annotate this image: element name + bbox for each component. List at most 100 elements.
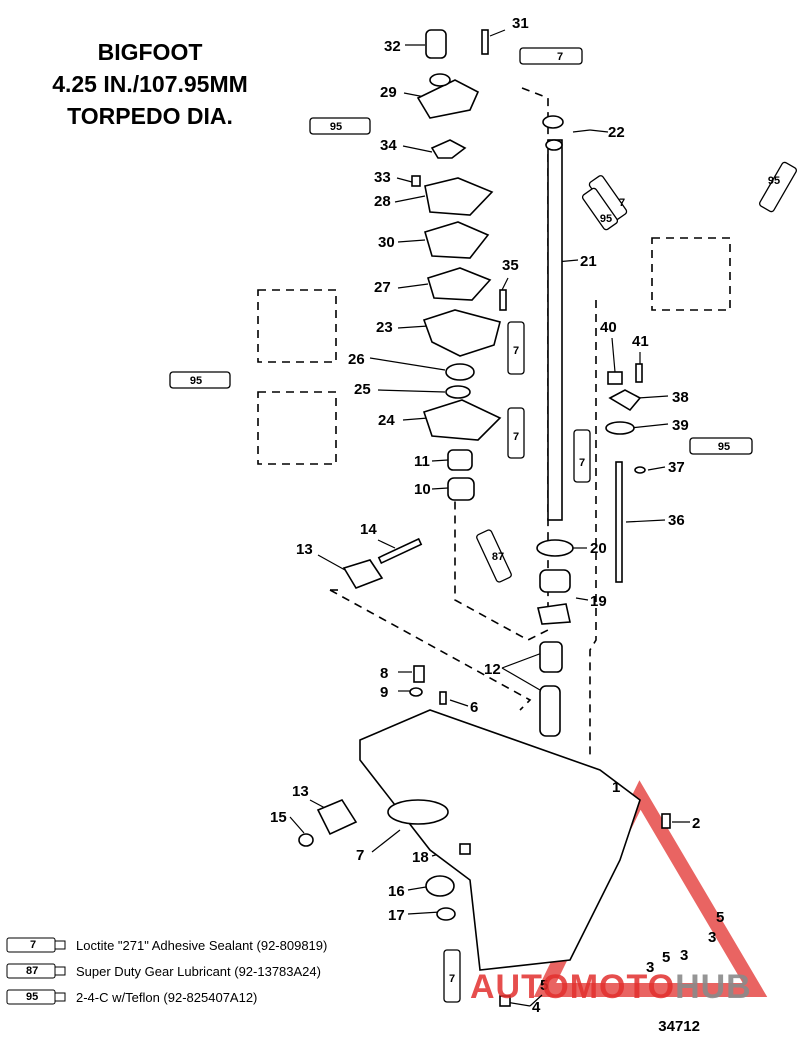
part-2-plug bbox=[661, 813, 671, 829]
tube-label-95-right: 95 bbox=[718, 441, 730, 453]
callout-23: 23 bbox=[376, 319, 393, 336]
part-16-gear bbox=[425, 875, 455, 897]
part-4-screw bbox=[499, 995, 511, 1007]
part-19-bearing bbox=[537, 603, 571, 625]
callout-20: 20 bbox=[590, 540, 607, 557]
callout-31: 31 bbox=[512, 15, 529, 32]
callout-24: 24 bbox=[378, 412, 395, 429]
tube-label-7-center-low: 7 bbox=[513, 431, 519, 443]
part-23-pump-base bbox=[422, 309, 501, 357]
part-30-plate bbox=[424, 221, 490, 259]
callout-26: 26 bbox=[348, 351, 365, 368]
lubricant-tubes bbox=[169, 47, 797, 1003]
callout-3c: 3 bbox=[680, 947, 688, 964]
part-13-anode-lower bbox=[316, 799, 358, 836]
callout-32: 32 bbox=[384, 38, 401, 55]
part-20-washer bbox=[536, 539, 574, 557]
tube-label-7-right: 7 bbox=[579, 457, 585, 469]
callout-36: 36 bbox=[668, 512, 685, 529]
callout-13-lower: 13 bbox=[292, 783, 309, 800]
part-18-nut bbox=[459, 843, 471, 855]
part-12-sleeve-top bbox=[539, 641, 563, 673]
tube-label-7-bottom: 7 bbox=[449, 973, 455, 985]
callout-3a: 3 bbox=[708, 929, 716, 946]
callout-5b: 5 bbox=[662, 949, 670, 966]
part-6-pin bbox=[439, 691, 447, 705]
reference-number: 34712 bbox=[658, 1018, 700, 1035]
part-11-bearing bbox=[447, 449, 473, 471]
watermark-part1: AUTOMOTO bbox=[470, 968, 676, 1006]
tube-label-95-left: 95 bbox=[190, 375, 202, 387]
tube-label-7-shaft: 7 bbox=[619, 197, 625, 209]
legend-row-7: 7 Loctite "271" Adhesive Sealant (92-809… bbox=[6, 934, 327, 956]
callout-17: 17 bbox=[388, 907, 405, 924]
watermark-text: AUTOMOTOHUB bbox=[470, 968, 752, 1007]
part-26-seal bbox=[445, 363, 475, 381]
gearcase-housing bbox=[359, 709, 641, 971]
part-35-screw bbox=[499, 289, 507, 311]
tube-label-7-center: 7 bbox=[513, 345, 519, 357]
part-22-bushing-upper bbox=[542, 115, 564, 129]
part-7-plate bbox=[387, 799, 449, 825]
callout-41: 41 bbox=[632, 333, 649, 350]
callout-35: 35 bbox=[502, 257, 519, 274]
legend-text: Loctite "271" Adhesive Sealant (92-80981… bbox=[76, 937, 328, 953]
callout-labels: 32 31 29 34 33 28 30 27 23 26 25 24 11 1… bbox=[270, 15, 724, 1016]
legend-text: Super Duty Gear Lubricant (92-13783A24) bbox=[76, 963, 321, 979]
part-14-bolt bbox=[377, 537, 423, 565]
part-15-nut bbox=[298, 833, 314, 847]
callout-33: 33 bbox=[374, 169, 391, 186]
callout-38: 38 bbox=[672, 389, 689, 406]
part-33-key bbox=[411, 175, 421, 187]
part-24-gasket bbox=[422, 399, 502, 441]
parts bbox=[298, 29, 671, 1007]
callout-28: 28 bbox=[374, 193, 391, 210]
part-40-fitting bbox=[607, 371, 623, 385]
callout-18: 18 bbox=[412, 849, 429, 866]
part-27-gasket bbox=[427, 267, 492, 301]
callout-12: 12 bbox=[484, 661, 501, 678]
tube-label-87: 87 bbox=[492, 551, 504, 563]
legend-tube-icon bbox=[6, 963, 68, 979]
callout-39: 39 bbox=[672, 417, 689, 434]
part-25-seal bbox=[445, 385, 471, 399]
callout-1: 1 bbox=[612, 779, 620, 796]
part-21-driveshaft bbox=[547, 139, 563, 521]
callout-4: 4 bbox=[532, 999, 541, 1016]
legend-text: 2-4-C w/Teflon (92-825407A12) bbox=[76, 989, 258, 1005]
title-line-3: TORPEDO DIA. bbox=[67, 103, 233, 129]
callout-7: 7 bbox=[356, 847, 364, 864]
callout-10: 10 bbox=[414, 481, 431, 498]
callout-40: 40 bbox=[600, 319, 617, 336]
part-8-screw bbox=[413, 665, 425, 683]
legend-code: 95 bbox=[26, 991, 39, 1003]
callout-6: 6 bbox=[470, 699, 478, 716]
part-13-anode-upper bbox=[342, 559, 384, 589]
part-12-sleeve bbox=[539, 685, 561, 737]
part-32-sleeve bbox=[425, 29, 447, 59]
callout-5c: 5 bbox=[540, 977, 548, 994]
callout-30: 30 bbox=[378, 234, 395, 251]
tube-label-7-top: 7 bbox=[557, 51, 563, 63]
legend-code: 87 bbox=[26, 965, 39, 977]
callout-3b: 3 bbox=[646, 959, 654, 976]
legend-code: 7 bbox=[30, 939, 37, 951]
callout-15: 15 bbox=[270, 809, 287, 826]
part-29-pump-housing bbox=[416, 79, 480, 119]
callout-21: 21 bbox=[580, 253, 597, 270]
part-31-screw bbox=[481, 29, 489, 55]
part-10-cup bbox=[447, 477, 475, 501]
tube-label-95-shaft: 95 bbox=[600, 213, 612, 225]
legend-row-95: 95 2-4-C w/Teflon (92-825407A12) bbox=[6, 986, 257, 1008]
part-17-washer bbox=[436, 907, 456, 921]
part-9-washer bbox=[409, 687, 423, 697]
callout-2: 2 bbox=[692, 815, 700, 832]
callout-19: 19 bbox=[590, 593, 607, 610]
callout-27: 27 bbox=[374, 279, 391, 296]
part-36-shift-shaft bbox=[615, 461, 623, 583]
title-line-2: 4.25 IN./107.95MM bbox=[52, 71, 248, 97]
watermark-part2: HUB bbox=[675, 968, 752, 1006]
part-34-impeller bbox=[430, 139, 467, 159]
part-39-oring bbox=[605, 421, 635, 435]
callout-37: 37 bbox=[668, 459, 685, 476]
